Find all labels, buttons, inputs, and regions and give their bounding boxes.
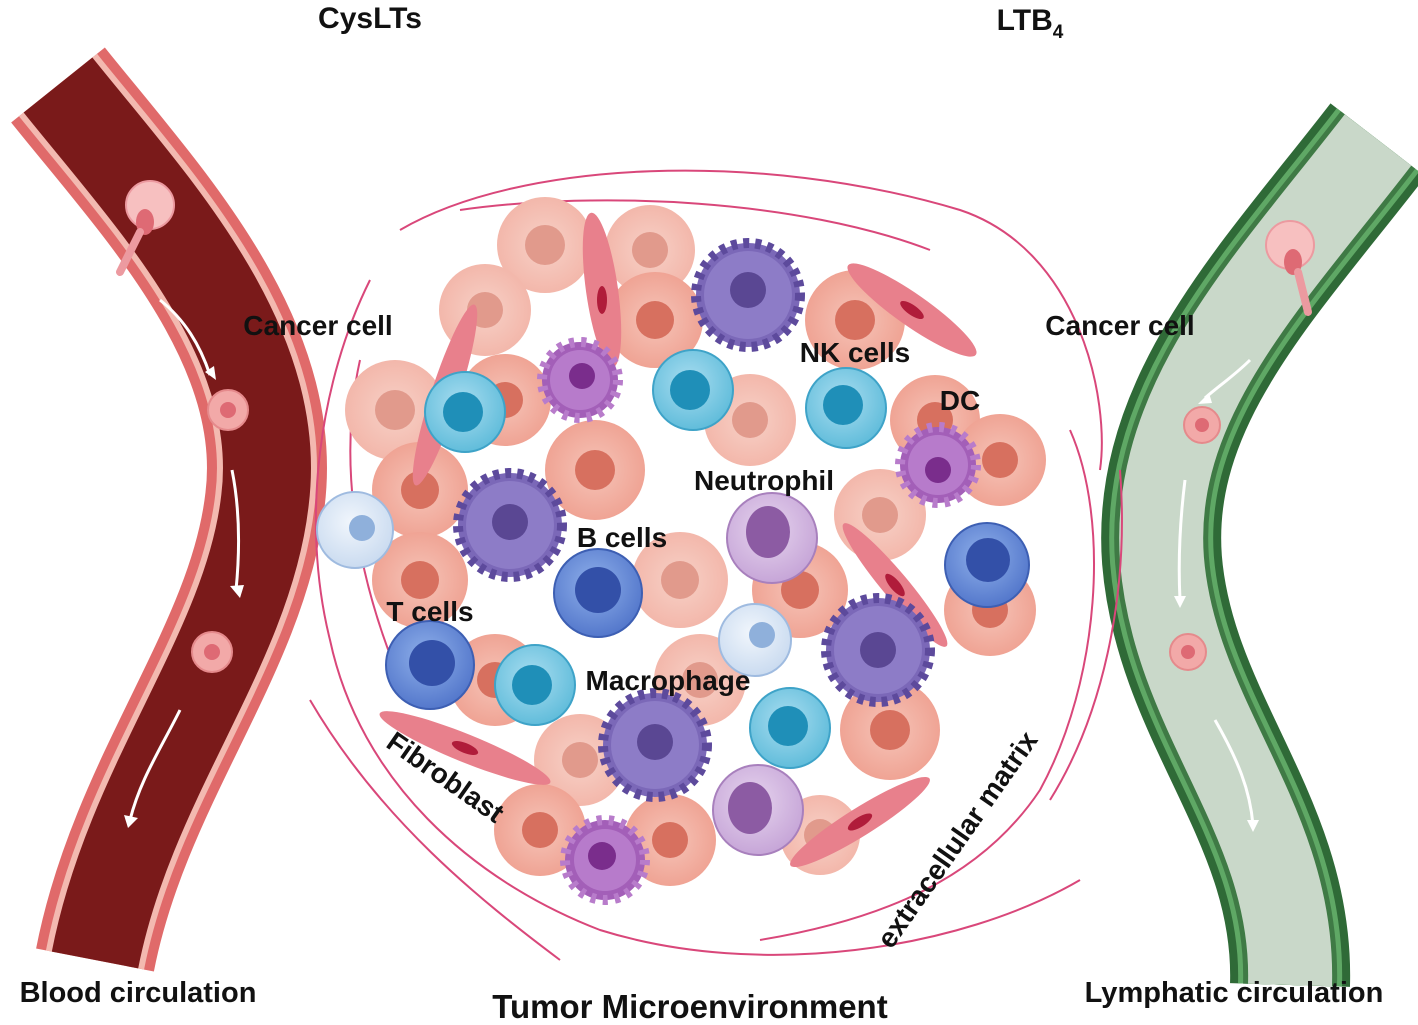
- macrophage-cell: [821, 593, 935, 707]
- dendritic-cells: [537, 337, 981, 905]
- dc-label: DC: [940, 385, 980, 416]
- cancer-cell: [372, 532, 468, 628]
- cancer-cell: [605, 205, 695, 295]
- fibroblast-cell: [379, 711, 551, 785]
- tumor-mass: [309, 169, 1123, 961]
- lymphatic-circulation-label: Lymphatic circulation: [1085, 977, 1384, 1009]
- nk-cell: [805, 367, 887, 449]
- dendritic-cell: [537, 337, 623, 423]
- macrophage-cell: [691, 238, 805, 352]
- ltb4-label-subscript: 4: [1053, 22, 1064, 43]
- dendritic-cell: [895, 422, 981, 508]
- fibroblast-cell: [847, 263, 977, 357]
- lymphocytes: [385, 522, 1030, 710]
- cancer-cell: [497, 197, 593, 293]
- circulating-cancer-cell: [207, 389, 249, 431]
- macrophage-cell: [453, 468, 567, 582]
- cyslts-label: CysLTs: [318, 2, 422, 35]
- blood-circulation-label: Blood circulation: [20, 977, 257, 1009]
- fibroblast-cell: [582, 212, 622, 368]
- nk-cell: [494, 644, 576, 726]
- circulating-cancer-cell: [1183, 406, 1221, 444]
- t-cells-label: T cells: [386, 596, 473, 627]
- dendritic-cell: [560, 815, 650, 905]
- cancer-cell: [840, 680, 940, 780]
- intravasating-cancer-cell: [116, 180, 175, 276]
- circulating-cancer-cell: [191, 631, 233, 673]
- t-cell: [385, 620, 475, 710]
- intravasating-cancer-cell: [1265, 220, 1315, 316]
- cancer-cell: [372, 442, 468, 538]
- ltb4-label-main: LTB: [997, 4, 1053, 37]
- pale-immune-cells: [316, 491, 792, 677]
- b-cells-label: B cells: [577, 522, 667, 553]
- cancer-cell: [632, 532, 728, 628]
- tumor-microenvironment-title: Tumor Microenvironment: [492, 988, 887, 1025]
- cancer-cell: [545, 420, 645, 520]
- neutrophil-label: Neutrophil: [694, 465, 834, 496]
- nk-cell: [652, 349, 734, 431]
- macrophages: [453, 238, 935, 802]
- nk-cells-label: NK cells: [800, 337, 911, 368]
- t-cell: [944, 522, 1030, 608]
- macrophage-cell: [598, 688, 712, 802]
- pale-cell: [718, 603, 792, 677]
- cancer-cell: [607, 272, 703, 368]
- nk-cell: [749, 687, 831, 769]
- cancer-cell-label-right: Cancer cell: [1045, 310, 1194, 341]
- fibroblast-cell: [790, 776, 930, 868]
- nk-cells: [424, 349, 887, 769]
- circulating-cancer-cell: [1169, 633, 1207, 671]
- blood-vessel: [11, 47, 327, 973]
- neutrophils: [712, 492, 818, 856]
- macrophage-label: Macrophage: [586, 665, 751, 696]
- b-cell: [553, 548, 643, 638]
- ltb4-label: LTB4: [997, 4, 1064, 43]
- pale-cell: [316, 491, 394, 569]
- neutrophil-cell: [712, 764, 804, 856]
- nk-cell: [424, 371, 506, 453]
- cancer-cell-label-left: Cancer cell: [243, 310, 392, 341]
- neutrophil-cell: [726, 492, 818, 584]
- lymphatic-vessel: [1101, 103, 1418, 987]
